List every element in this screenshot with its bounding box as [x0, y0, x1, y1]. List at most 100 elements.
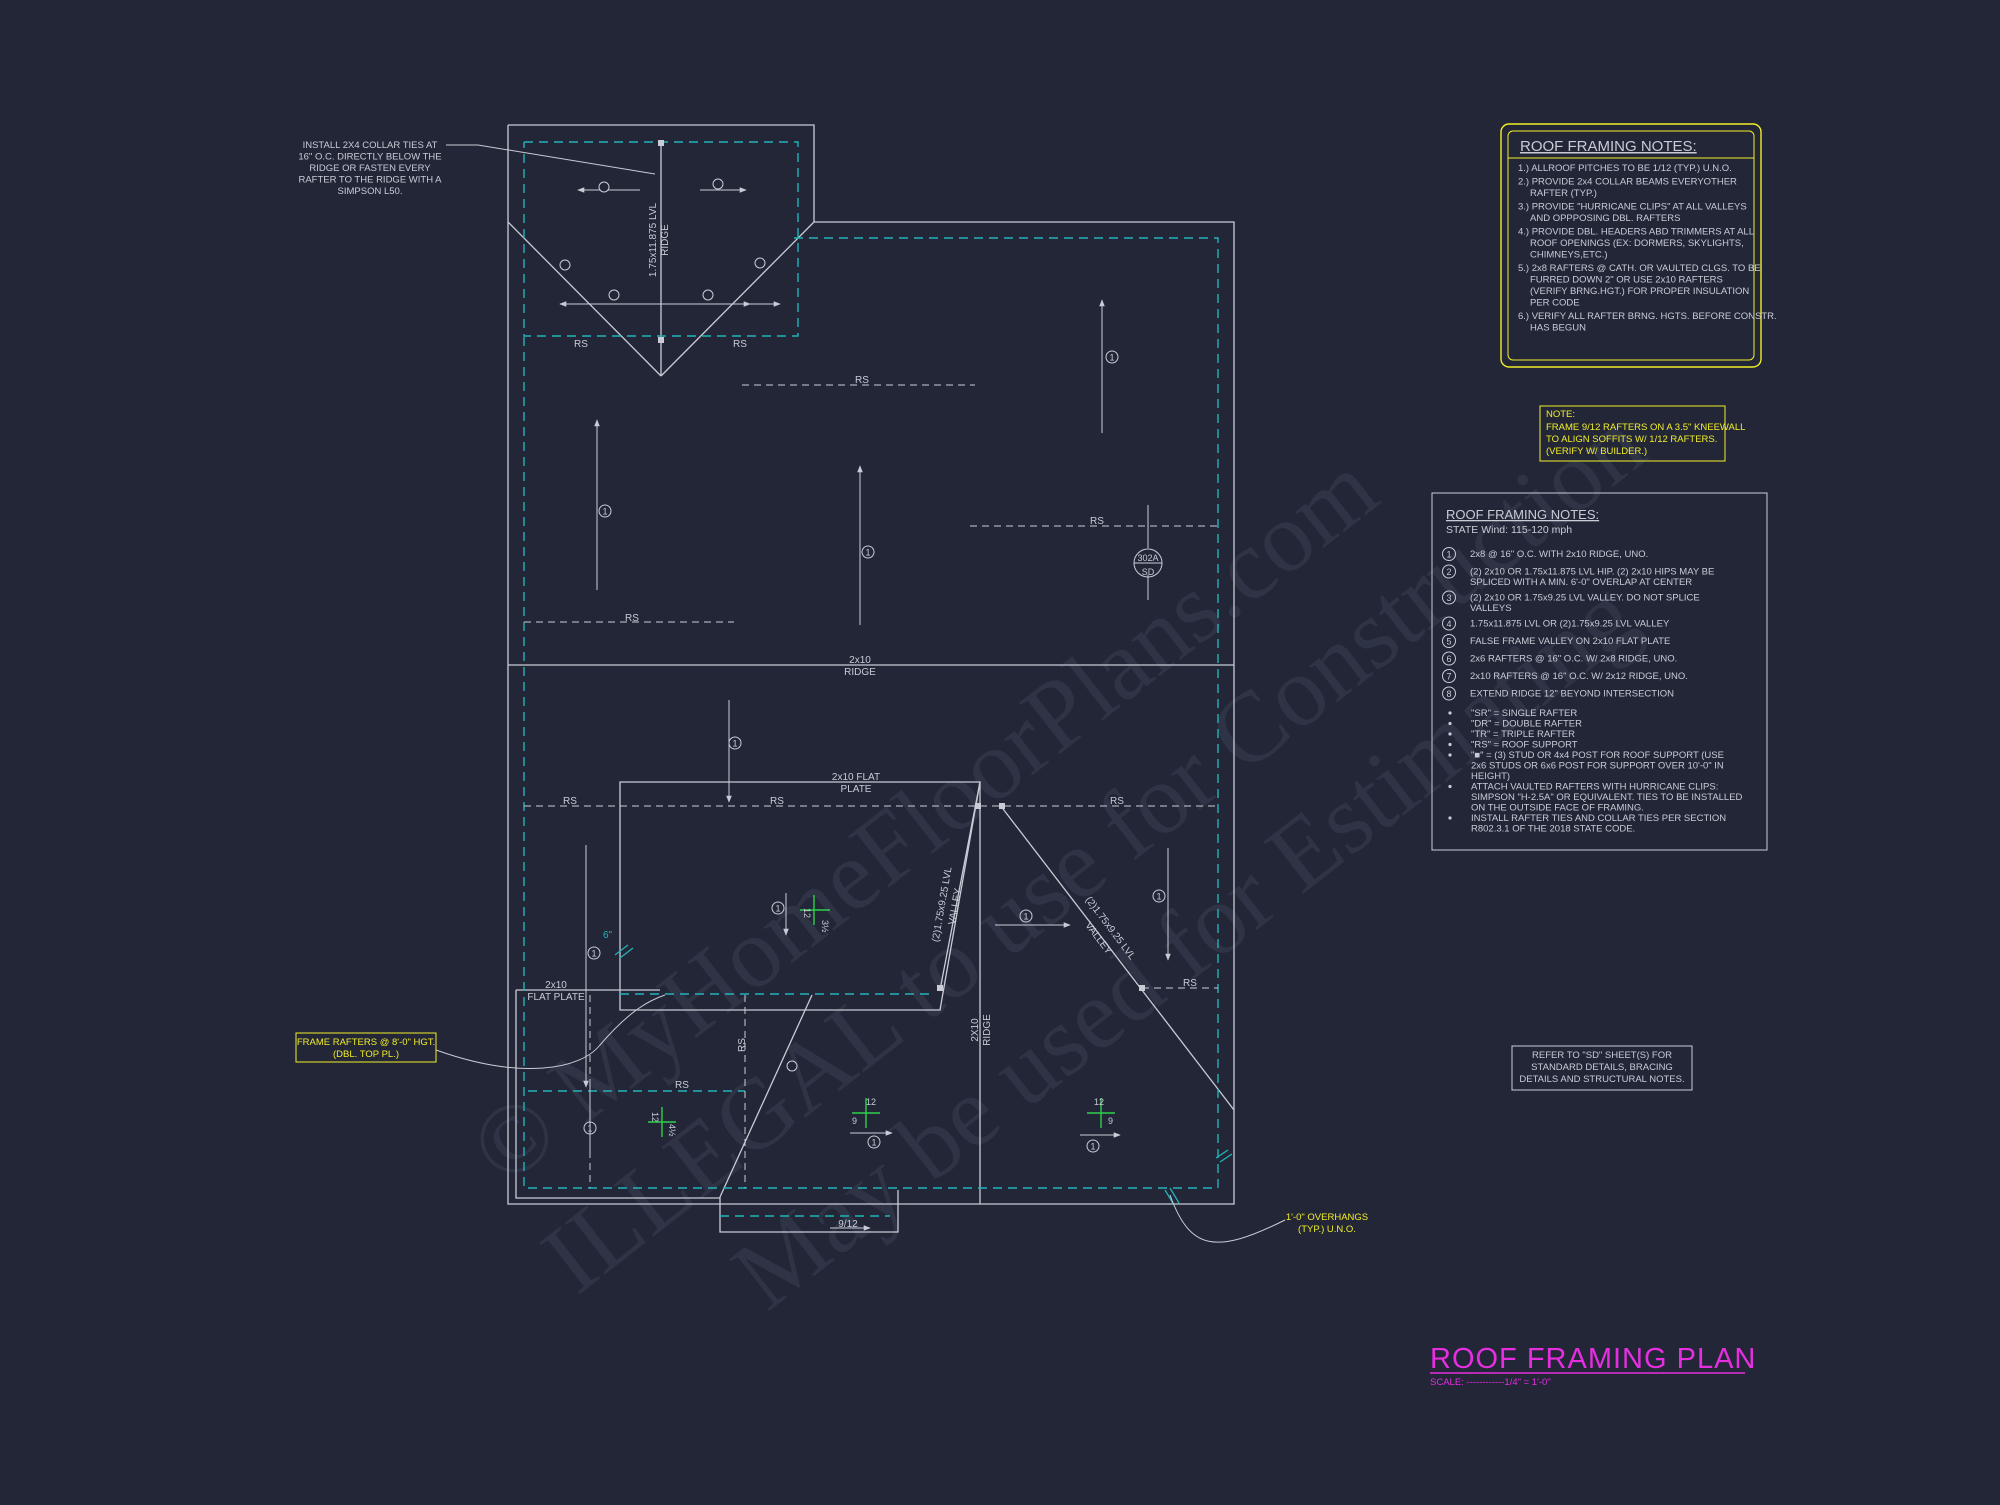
- break-marks: [614, 944, 1233, 1206]
- legend-item-text: VALLEYS: [1470, 603, 1512, 614]
- refer-line-2: STANDARD DETAILS, BRACING: [1531, 1062, 1673, 1073]
- rs-label: RS: [625, 613, 639, 624]
- notes-list: 1.) ALLROOF PITCHES TO BE 1/12 (TYP.) U.…: [1518, 163, 1777, 334]
- notes-item-line: 4.) PROVIDE DBL. HEADERS ABD TRIMMERS AT…: [1518, 227, 1754, 238]
- rafter-type-number: 1: [1156, 892, 1161, 902]
- collar-ties-line: SIMPSON L50.: [338, 186, 403, 197]
- kneewall-note-line-1: FRAME 9/12 RAFTERS ON A 3.5" KNEEWALL: [1546, 422, 1745, 433]
- section-tag-top: 302A: [1137, 553, 1158, 563]
- legend-numbered-item: 6 2x6 RAFTERS @ 16" O.C. W/ 2x8 RIDGE, UN…: [1442, 651, 1677, 666]
- legend-item-number: 6: [1446, 654, 1451, 664]
- legend-item-text: (2) 2x10 OR 1.75x11.875 LVL HIP. (2) 2x1…: [1470, 567, 1714, 578]
- notes-item-line: ROOF OPENINGS (EX: DORMERS, SKYLIGHTS,: [1530, 238, 1744, 249]
- rafter-type-tag: 1: [1152, 889, 1166, 903]
- legend-bullet-text: "SR" = SINGLE RAFTER: [1471, 708, 1577, 719]
- rafter-type-tag: 1: [1086, 1139, 1100, 1153]
- rafter-type-number: 1: [775, 904, 780, 914]
- dim-6-label: 6": [603, 930, 613, 941]
- ridge-2x10-label-1: 2x10: [849, 655, 871, 666]
- legend-item-number: 7: [1446, 672, 1451, 682]
- legend-bullet-text: "RS" = ROOF SUPPORT: [1471, 740, 1578, 751]
- rafter-type-tag: 1: [771, 901, 785, 915]
- pitch-run: 9: [852, 1116, 857, 1126]
- collar-ties-line: 16" O.C. DIRECTLY BELOW THE: [298, 152, 441, 163]
- notes-item-line: HAS BEGUN: [1530, 323, 1586, 334]
- rs-label: RS: [675, 1080, 689, 1091]
- legend-bullet-item: ATTACH VAULTED RAFTERS WITH HURRICANE CL…: [1448, 782, 1743, 814]
- rafter-type-tag: 1: [1019, 909, 1033, 923]
- legend-item-text: (2) 2x10 OR 1.75x9.25 LVL VALLEY. DO NOT…: [1470, 593, 1700, 604]
- legend-bullet-text: "TR" = TRIPLE RAFTER: [1471, 729, 1575, 740]
- plan-scale: SCALE: ------------1/4" = 1'-0": [1430, 1377, 1551, 1388]
- rafter-type-tag: 1: [587, 946, 601, 960]
- flat-plate-label-2: PLATE: [841, 784, 872, 795]
- legend-bullet-text: R802.3.1 OF THE 2018 STATE CODE.: [1471, 824, 1635, 835]
- notes-item-line: AND OPPPOSING DBL. RAFTERS: [1530, 213, 1680, 224]
- lvl-ridge-label-1: 1.75x11.875 LVL: [648, 202, 659, 277]
- rafter-type-tag: 1: [598, 504, 612, 518]
- rafter-type-number: 1: [732, 739, 737, 749]
- notes-item-line: 1.) ALLROOF PITCHES TO BE 1/12 (TYP.) U.…: [1518, 163, 1732, 174]
- rs-label: RS: [563, 796, 577, 807]
- notes-item-line: 6.) VERIFY ALL RAFTER BRNG. HGTS. BEFORE…: [1518, 311, 1777, 322]
- flat-plate-left-label-2: FLAT PLATE: [527, 992, 585, 1003]
- legend-item-number: 2: [1446, 567, 1451, 577]
- flat-plate-left-label-1: 2x10: [545, 980, 567, 991]
- rafter-type-number: 1: [602, 507, 607, 517]
- legend-title: ROOF FRAMING NOTES:: [1446, 507, 1599, 522]
- notes-title: ROOF FRAMING NOTES:: [1520, 138, 1697, 155]
- rafter-type-tag: 1: [867, 1135, 881, 1149]
- legend-bullet-text: "■" = (3) STUD OR 4x4 POST FOR ROOF SUPP…: [1471, 750, 1724, 761]
- legend-bullet-text: ON THE OUTSIDE FACE OF FRAMING.: [1471, 803, 1644, 814]
- refer-line-3: DETAILS AND STRUCTURAL NOTES.: [1519, 1074, 1684, 1085]
- legend-numbered-item: 3(2) 2x10 OR 1.75x9.25 LVL VALLEY. DO NO…: [1442, 590, 1700, 614]
- rs-label: RS: [574, 339, 588, 350]
- legend-item-text: FALSE FRAME VALLEY ON 2x10 FLAT PLATE: [1470, 636, 1670, 647]
- rafter-type-number: 1: [871, 1138, 876, 1148]
- legend-item-number: 5: [1446, 637, 1451, 647]
- rafter-type-number: 1: [1109, 353, 1114, 363]
- collar-ties-line: INSTALL 2X4 COLLAR TIES AT: [303, 140, 438, 151]
- pitch-run: 9: [1108, 1116, 1113, 1126]
- lvl-ridge-label-2: RIDGE: [660, 224, 671, 256]
- rafter-type-number: 1: [865, 548, 870, 558]
- legend-item-text: 2x10 RAFTERS @ 16" O.C. W/ 2x12 RIDGE, U…: [1470, 671, 1688, 682]
- rafter-type-tag: 1: [861, 545, 875, 559]
- rafter-type-tag: 1: [583, 1121, 597, 1135]
- section-tag-bottom: SD: [1142, 567, 1155, 577]
- rs-label: RS: [770, 796, 784, 807]
- legend-bullet-item: "RS" = ROOF SUPPORT: [1448, 740, 1578, 751]
- hip-markers: [559, 178, 798, 1072]
- legend-box: ROOF FRAMING NOTES: STATE Wind: 115-120 …: [1431, 492, 1768, 851]
- pitch-rise: 12: [1094, 1097, 1104, 1107]
- legend-bullet-text: INSTALL RAFTER TIES AND COLLAR TIES PER …: [1471, 813, 1726, 824]
- notes-item-line: (VERIFY BRNG.HGT.) FOR PROPER INSULATION: [1530, 286, 1749, 297]
- legend-item-text: 2x8 @ 16" O.C. WITH 2x10 RIDGE, UNO.: [1470, 549, 1648, 560]
- roof-framing-notes-box: ROOF FRAMING NOTES: 1.) ALLROOF PITCHES …: [1500, 123, 1777, 368]
- legend-subtitle: STATE Wind: 115-120 mph: [1446, 524, 1572, 536]
- pitch-rise: 12: [650, 1112, 660, 1122]
- legend-item-text: EXTEND RIDGE 12" BEYOND INTERSECTION: [1470, 689, 1674, 700]
- plan-title: ROOF FRAMING PLAN: [1430, 1343, 1756, 1375]
- legend-bullet-text: 2x6 STUDS OR 6x6 POST FOR SUPPORT OVER 1…: [1471, 761, 1724, 772]
- notes-item-line: RAFTER (TYP.): [1530, 188, 1597, 199]
- legend-item-number: 4: [1446, 619, 1451, 629]
- rafter-type-number: 1: [1023, 912, 1028, 922]
- legend-bullet-text: HEIGHT): [1471, 771, 1510, 782]
- legend-bullet-item: "SR" = SINGLE RAFTER: [1448, 708, 1577, 719]
- legend-bullet-text: "DR" = DOUBLE RAFTER: [1471, 719, 1582, 730]
- legend-item-number: 8: [1446, 689, 1451, 699]
- legend-item-text: 1.75x11.875 LVL OR (2)1.75x9.25 LVL VALL…: [1470, 619, 1670, 630]
- rafter-arrows: [559, 187, 1171, 1231]
- legend-item-text: 2x6 RAFTERS @ 16" O.C. W/ 2x8 RIDGE, UNO…: [1470, 654, 1677, 665]
- rs-label: RS: [1110, 796, 1124, 807]
- legend-bullet-item: INSTALL RAFTER TIES AND COLLAR TIES PER …: [1448, 813, 1726, 835]
- legend-numbered-item: 5 FALSE FRAME VALLEY ON 2x10 FLAT PLATE: [1442, 634, 1670, 648]
- legend-numbered-item: 8 EXTEND RIDGE 12" BEYOND INTERSECTION: [1442, 686, 1674, 701]
- refer-callout: REFER TO "SD" SHEET(S) FOR STANDARD DETA…: [1511, 1045, 1693, 1091]
- rs-label: RS: [737, 1038, 748, 1052]
